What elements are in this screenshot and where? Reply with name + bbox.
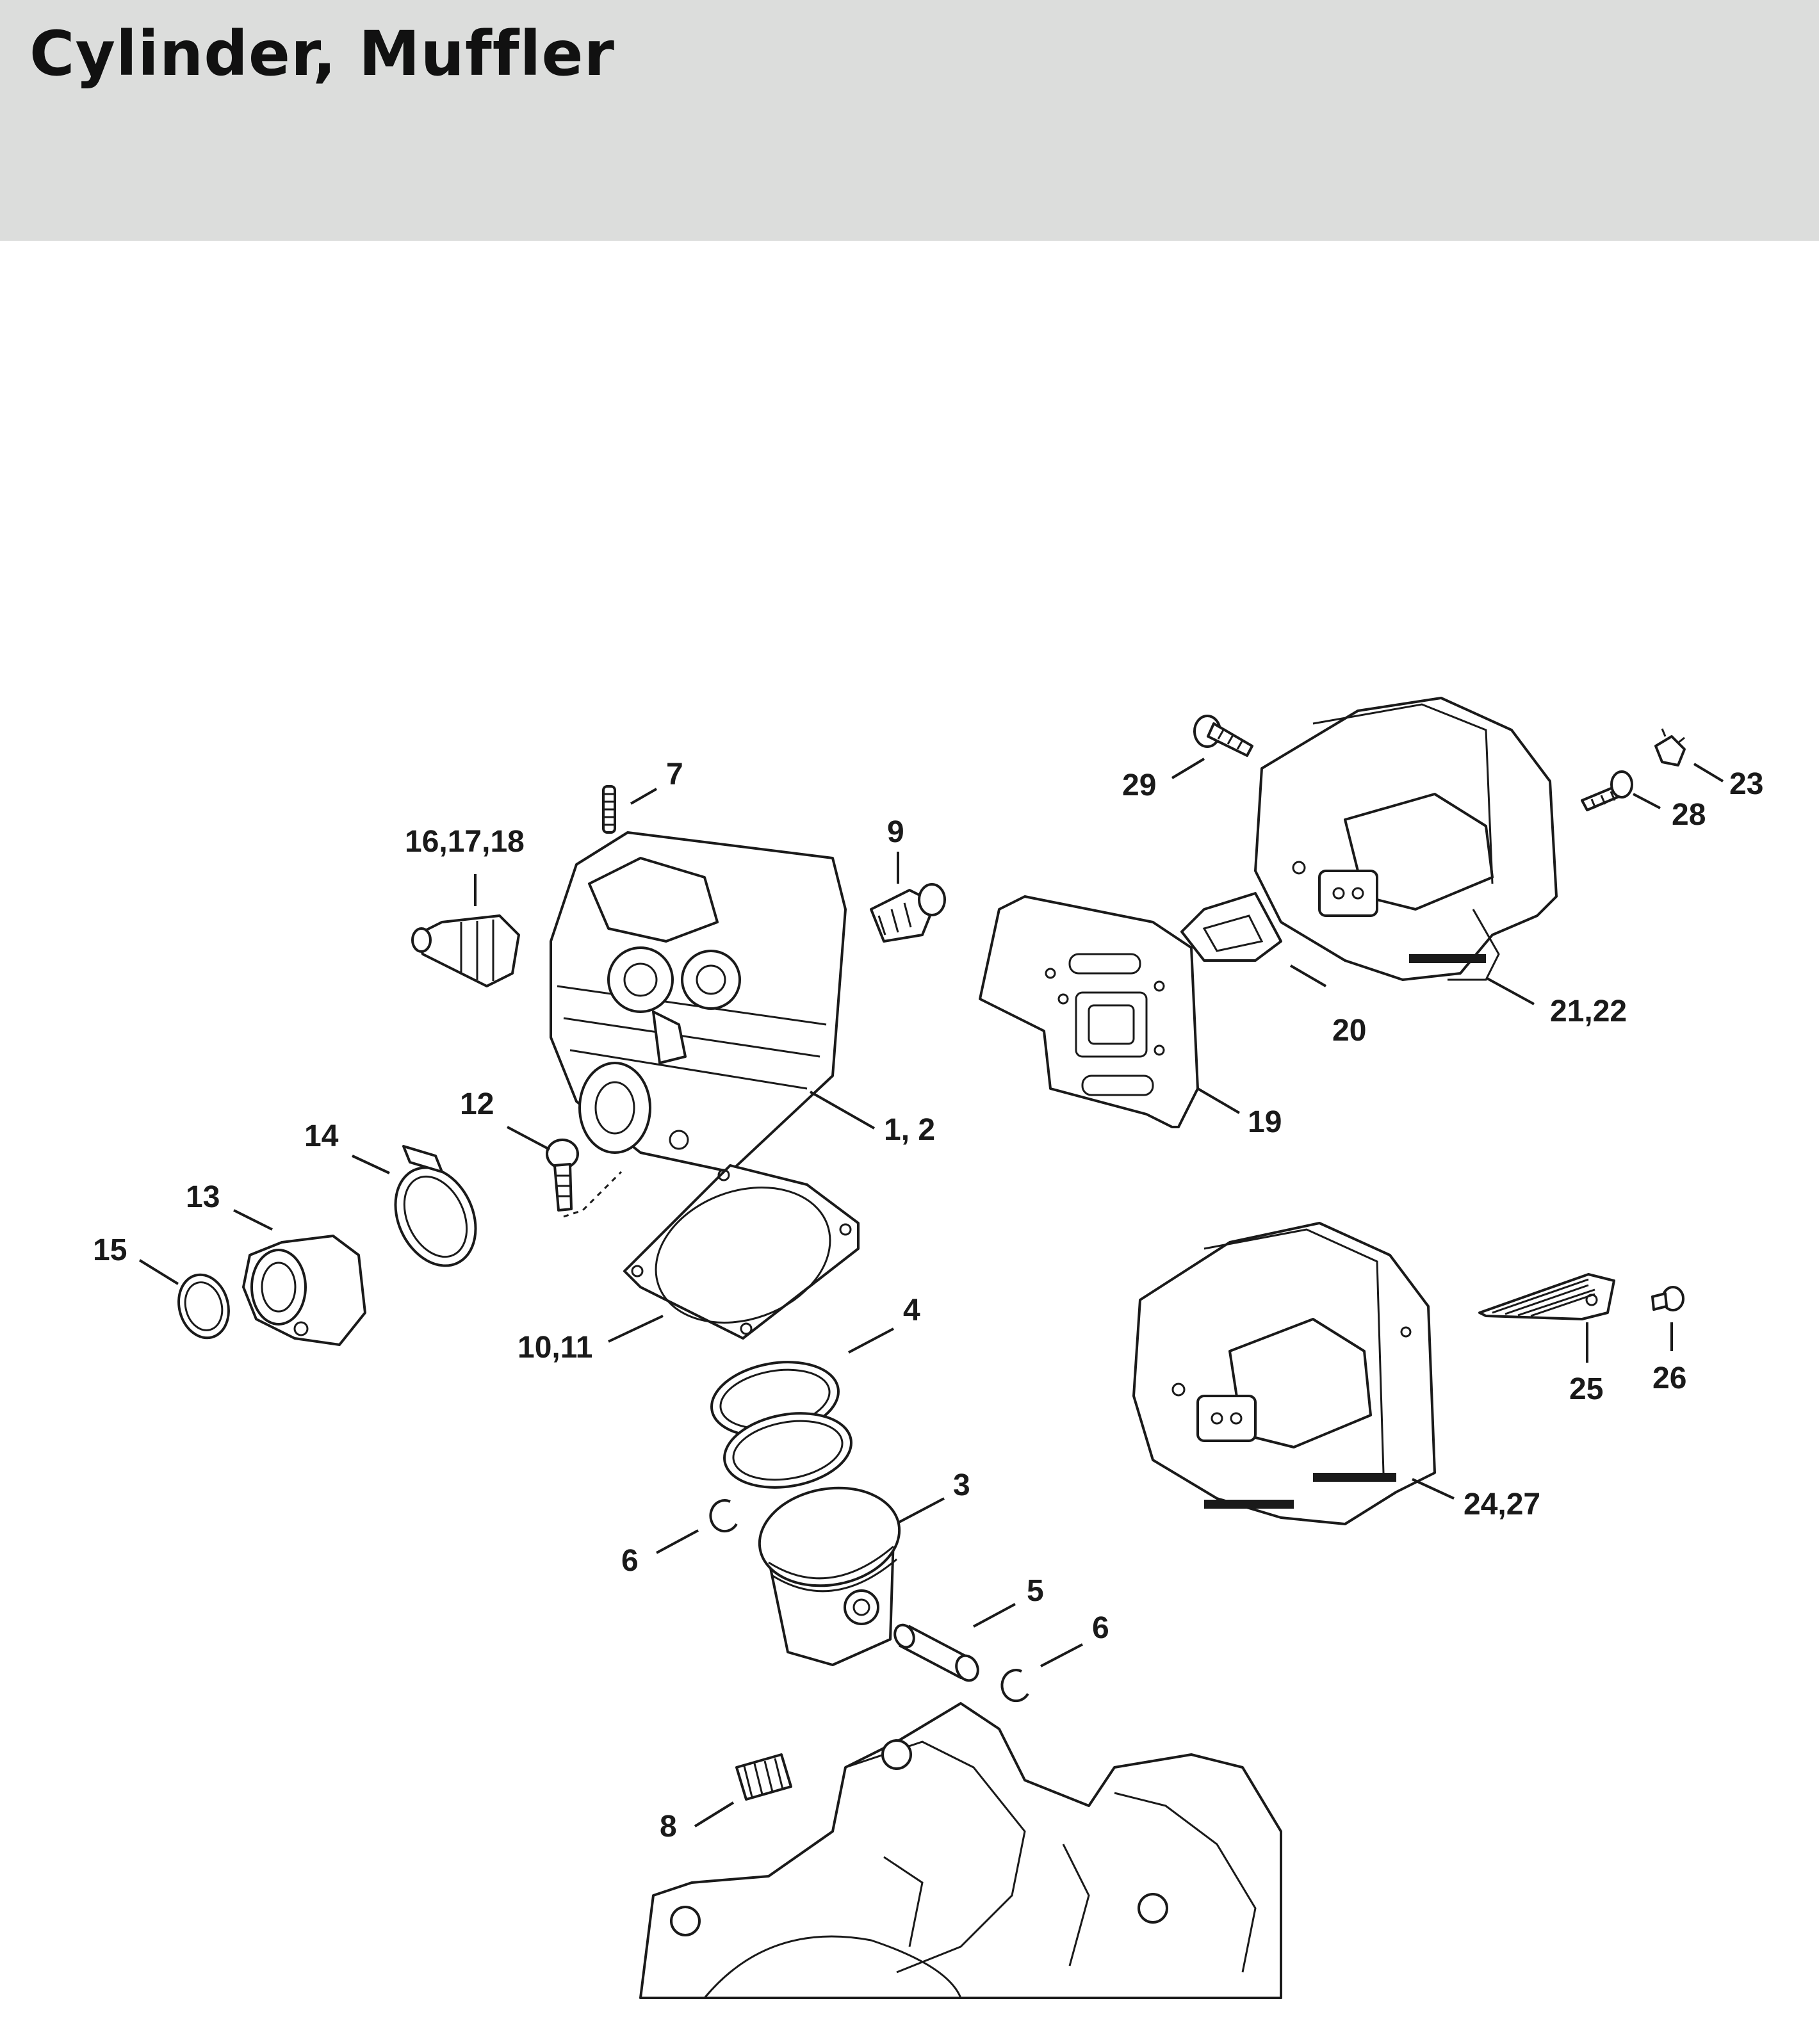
- circlip-6a-part[interactable]: [709, 1499, 738, 1533]
- callout-25: 25: [1569, 1372, 1603, 1406]
- muffler-gasket-part[interactable]: [1180, 892, 1282, 962]
- callout-24-27: 24,27: [1464, 1488, 1540, 1521]
- piston-part[interactable]: [752, 1477, 908, 1666]
- stud-part[interactable]: [602, 785, 616, 834]
- callout-13: 13: [186, 1180, 220, 1214]
- crankcase-part[interactable]: [639, 1702, 1282, 1999]
- callout-6-right: 6: [1092, 1611, 1109, 1645]
- header-bar: Cylinder, Muffler: [0, 0, 1819, 241]
- callout-7: 7: [666, 758, 683, 791]
- muffler-upper-part[interactable]: [1254, 697, 1558, 981]
- spark-plug-part[interactable]: [411, 914, 520, 987]
- piston-pin-part[interactable]: [892, 1622, 982, 1684]
- spring-clip-23-part[interactable]: [1654, 728, 1686, 766]
- screw-29-part[interactable]: [1193, 715, 1253, 757]
- page-title: Cylinder, Muffler: [29, 18, 615, 90]
- screw-12-part[interactable]: [546, 1139, 623, 1218]
- callout-6-left: 6: [621, 1544, 639, 1578]
- decompression-valve-part[interactable]: [870, 883, 946, 943]
- callout-20: 20: [1332, 1014, 1366, 1048]
- callout-12: 12: [460, 1087, 494, 1121]
- ring-15-part[interactable]: [172, 1269, 235, 1343]
- muffler-lower-part[interactable]: [1132, 1222, 1436, 1525]
- circlip-6b-part[interactable]: [1000, 1669, 1029, 1703]
- heat-shield-part[interactable]: [979, 895, 1199, 1128]
- callout-10-11: 10,11: [518, 1331, 592, 1365]
- callout-16-17-18: 16,17,18: [405, 825, 525, 859]
- callout-28: 28: [1672, 798, 1706, 832]
- cylinder-gasket-part[interactable]: [623, 1164, 860, 1346]
- callout-5: 5: [1027, 1574, 1044, 1608]
- callout-15: 15: [93, 1233, 127, 1267]
- screw-28-part[interactable]: [1581, 770, 1633, 811]
- needle-cage-part[interactable]: [735, 1753, 792, 1801]
- piston-rings-part[interactable]: [706, 1352, 857, 1496]
- callout-9: 9: [887, 815, 904, 849]
- callout-4: 4: [903, 1294, 920, 1327]
- callout-19: 19: [1248, 1105, 1282, 1139]
- spark-arrestor-screen-part[interactable]: [1478, 1273, 1615, 1320]
- callout-29: 29: [1122, 768, 1156, 802]
- leader-lines: [138, 758, 1724, 1828]
- callout-21-22: 21,22: [1550, 994, 1627, 1028]
- callout-1-2: 1, 2: [884, 1113, 935, 1147]
- screw-26-part[interactable]: [1651, 1286, 1684, 1311]
- callout-14: 14: [304, 1119, 339, 1153]
- hose-clamp-part[interactable]: [380, 1145, 491, 1279]
- callout-26: 26: [1652, 1361, 1686, 1395]
- cylinder-part[interactable]: [550, 831, 847, 1173]
- callout-8: 8: [660, 1810, 677, 1844]
- intake-manifold-part[interactable]: [242, 1235, 366, 1346]
- callout-23: 23: [1729, 767, 1763, 801]
- callout-3: 3: [953, 1468, 970, 1502]
